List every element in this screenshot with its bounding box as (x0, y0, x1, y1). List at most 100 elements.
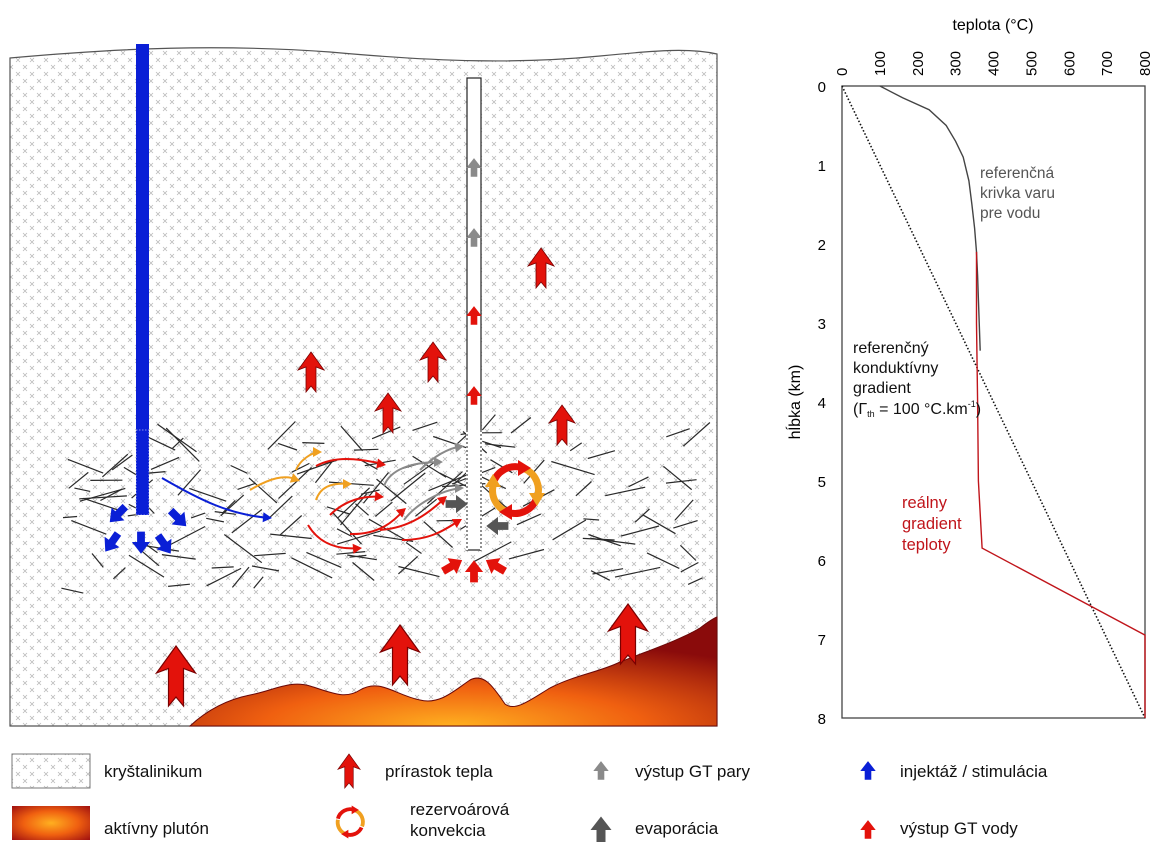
real-label-line-1: reálny (902, 494, 948, 512)
fracture (68, 471, 89, 489)
fracture (61, 587, 84, 594)
fracture (170, 525, 206, 546)
fracture (79, 487, 126, 502)
flow-arrowhead-icon (454, 442, 464, 453)
fracture (583, 518, 600, 521)
fracture (349, 554, 367, 558)
fracture (368, 518, 409, 543)
series-line-2 (975, 251, 1146, 718)
x-tick-label: 200 (910, 51, 927, 76)
fracture (141, 550, 160, 567)
fracture (551, 460, 595, 476)
x-tick-label: 400 (986, 51, 1003, 76)
fracture (336, 551, 366, 555)
fracture (189, 487, 227, 502)
fracture (148, 471, 166, 474)
y-tick-label: 4 (818, 395, 826, 412)
legend-crystalline-label: kryštalinikum (104, 762, 202, 781)
injection-arrow-icon (104, 531, 122, 552)
fracture (415, 498, 438, 517)
fracture (206, 567, 242, 587)
fracture (306, 551, 342, 568)
fracture (590, 570, 611, 581)
fracture (67, 458, 104, 474)
fracture (569, 442, 583, 452)
flow-arrowhead-icon (395, 508, 406, 518)
fracture (112, 567, 126, 580)
fracture (428, 474, 467, 492)
heat-gain-arrow-icon (154, 644, 198, 708)
x-tick-label: 0 (834, 68, 851, 76)
rock-block (9, 47, 718, 727)
fracture (253, 576, 264, 589)
y-tick-label: 5 (818, 474, 826, 491)
heat-gain-arrow-icon (418, 341, 448, 384)
fracture (353, 448, 379, 451)
x-tick-label: 600 (1061, 51, 1078, 76)
injection-arrow-icon (154, 533, 172, 554)
fracture (331, 511, 362, 545)
fracture (590, 537, 636, 545)
chart-series (841, 85, 1146, 719)
fracture (223, 534, 263, 564)
conductive-label-line-3: gradient (853, 380, 911, 397)
conductive-gradient-label: referenčný konduktívny gradient (Γth = 1… (853, 340, 981, 419)
active-pluton (188, 616, 718, 727)
x-tick-label: 700 (1099, 51, 1116, 76)
water-inflow-arrow-icon (485, 558, 507, 575)
flow-arrowhead-icon (262, 512, 272, 523)
legend-evaporation-icon (590, 816, 612, 842)
y-tick-label: 1 (818, 158, 826, 175)
crystalline-basement (9, 47, 718, 727)
legend-convection-label-1: rezervoárová (410, 800, 510, 819)
legend-heat-label: prírastok tepla (385, 762, 493, 781)
flow-arrowhead-icon (455, 483, 464, 493)
fracture (687, 577, 703, 585)
fracture (291, 462, 310, 473)
legend-crystalline-swatch (11, 753, 91, 789)
fracture (266, 495, 293, 521)
fracture (314, 459, 335, 484)
fracture (362, 472, 389, 504)
fracture (510, 417, 532, 434)
flow-arrowhead-icon (343, 479, 352, 489)
fracture (374, 501, 393, 517)
water-inflow-arrow-icon (464, 560, 484, 583)
fracture (605, 486, 646, 497)
legend-icons (335, 753, 876, 842)
fracture (161, 554, 196, 560)
fracture (277, 442, 298, 451)
fracture (340, 425, 364, 452)
conductive-label-line-1: referenčný (853, 340, 929, 357)
fracture (588, 533, 621, 547)
legend-heat-gain-icon (337, 753, 361, 789)
fracture (371, 426, 401, 440)
fracture (220, 494, 245, 517)
fracture (221, 500, 236, 514)
flow-path (161, 477, 271, 519)
fracture (403, 460, 437, 485)
injection-well (135, 44, 150, 516)
fracture (157, 423, 197, 453)
x-tick-label: 800 (1137, 51, 1154, 76)
fracture (270, 533, 312, 540)
fracture (587, 450, 616, 460)
real-label-line-3: teploty (902, 536, 951, 554)
heat-gain-arrow-icon (606, 602, 650, 666)
fracture (214, 511, 236, 515)
x-tick-label: 100 (872, 51, 889, 76)
fracture (211, 566, 234, 569)
x-tick-label: 500 (1023, 51, 1040, 76)
y-tick-label: 8 (818, 711, 826, 728)
fracture (190, 512, 206, 519)
fracture (575, 481, 592, 497)
evaporation-arrow-icon (445, 494, 468, 514)
y-tick-label: 3 (818, 316, 826, 333)
evaporation-arrow-icon (486, 516, 509, 536)
fracture (231, 509, 263, 534)
fracture (230, 464, 248, 474)
fracture (352, 562, 375, 581)
legend-convection-label-2: konvekcia (410, 821, 486, 840)
real-label-line-2: gradient (902, 515, 962, 533)
